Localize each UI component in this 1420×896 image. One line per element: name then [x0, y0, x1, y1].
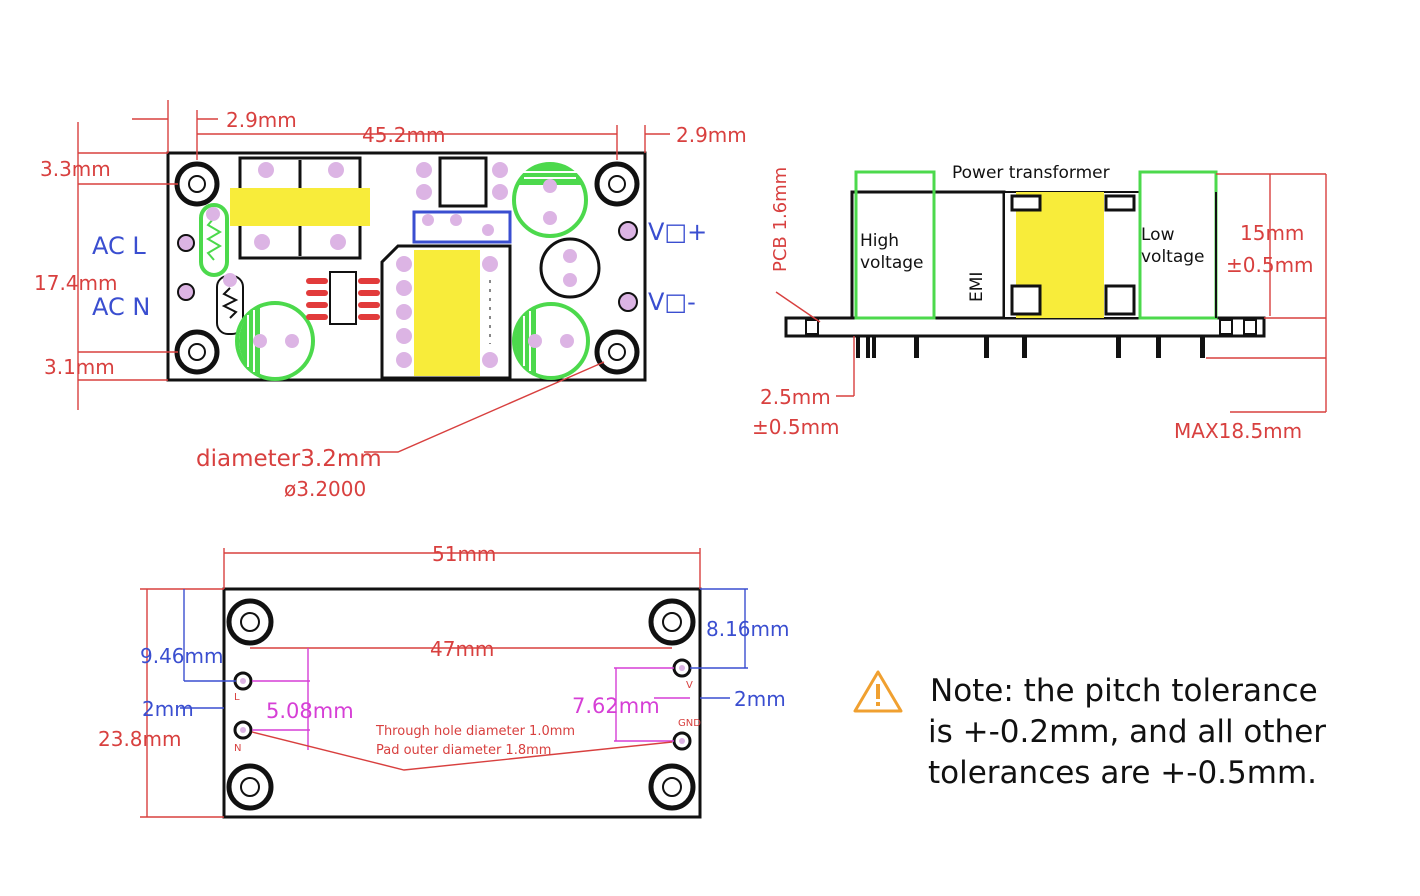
height-tol: ±0.5mm: [1226, 253, 1314, 277]
pin-pad-icon: [233, 658, 692, 751]
mounting-hole-icon: [226, 598, 696, 811]
low-voltage-zone: [1138, 170, 1218, 320]
dim-hole-diameter: diameter3.2mm: [196, 446, 382, 472]
pin-n-label: N: [234, 743, 241, 754]
capacitor-icon: [539, 237, 601, 299]
tolerance-note: Note: the pitch tolerance is +-0.2mm, an…: [853, 670, 1326, 791]
pin-length-label: 2.5mm: [760, 385, 831, 409]
side-view: Power transformer High voltage EMI Low v…: [752, 163, 1327, 443]
bottom-board-outline: [222, 587, 702, 819]
dim-left-vertical: 9.46mm: [140, 644, 224, 668]
capacitor-icon: [512, 302, 590, 380]
pins-icon: [856, 336, 1205, 358]
pad-outer-label: Pad outer diameter 1.8mm: [376, 743, 551, 758]
v-plus-label: V□+: [648, 218, 707, 246]
fuse-icon: [230, 188, 370, 226]
dim-hole-pitch: 17.4mm: [34, 271, 118, 295]
height-label: 15mm: [1240, 221, 1304, 245]
dim-right-margin: 2mm: [734, 687, 786, 711]
mounting-hole-icon: [174, 161, 640, 375]
capacitor-icon: [235, 301, 315, 381]
dim-bottom-height: 23.8mm: [98, 727, 182, 751]
dim-hole-diameter-alt: ø3.2000: [284, 477, 366, 501]
pcb-board: [784, 316, 1266, 338]
dim-top-width: 45.2mm: [362, 123, 446, 147]
top-view: AC L AC N V□+ V□- 2.9mm 45.2mm 2.9mm 3.3…: [34, 100, 747, 501]
ac-n-label: AC N: [92, 293, 150, 321]
connector-outline: [412, 210, 512, 244]
dim-left-offset: 2.9mm: [226, 108, 297, 132]
high-voltage-label: High: [860, 231, 899, 251]
dim-right-vertical: 8.16mm: [706, 617, 790, 641]
transformer-icon: [380, 244, 512, 380]
dim-bottom-pitch: 47mm: [430, 637, 494, 661]
varistor-icon: [199, 203, 229, 277]
dim-right-offset: 2.9mm: [676, 123, 747, 147]
ac-l-label: AC L: [92, 232, 146, 260]
dim-pin-spacing-left: 5.08mm: [266, 699, 354, 723]
dim-bottom-width: 51mm: [432, 542, 496, 566]
max-height-label: MAX18.5mm: [1174, 419, 1302, 443]
pin-v-label: V: [686, 680, 693, 691]
regulator-outline: [438, 156, 488, 208]
low-voltage-label: Low: [1141, 225, 1175, 245]
note-line-2: is +-0.2mm, and all other: [928, 714, 1326, 750]
dim-left-margin: 2mm: [142, 697, 194, 721]
pin-tol-label: ±0.5mm: [752, 415, 840, 439]
pcb-thickness-label: PCB 1.6mm: [770, 167, 791, 272]
warning-icon: [853, 670, 903, 713]
emi-label: EMI: [967, 272, 987, 302]
ic-chip-icon: [306, 271, 380, 325]
note-line-3: tolerances are +-0.5mm.: [928, 755, 1317, 791]
high-voltage-zone: [854, 170, 936, 320]
dim-pin-spacing-right: 7.62mm: [572, 694, 660, 718]
bottom-view: L N V GND 51mm 47mm 23.8mm 9.46mm 2mm 8.…: [98, 542, 790, 819]
capacitor-icon: [512, 162, 588, 238]
note-line-1: Note: the pitch tolerance: [930, 673, 1318, 709]
dim-top-offset: 3.3mm: [40, 157, 111, 181]
through-hole-label: Through hole diameter 1.0mm: [375, 724, 575, 739]
low-voltage-label-2: voltage: [1141, 247, 1205, 267]
v-minus-label: V□-: [648, 288, 696, 316]
high-voltage-label-2: voltage: [860, 253, 924, 273]
pin-gnd-label: GND: [678, 718, 701, 729]
power-transformer-label: Power transformer: [952, 163, 1110, 183]
dim-bottom-offset: 3.1mm: [44, 355, 115, 379]
pin-l-label: L: [234, 692, 240, 703]
